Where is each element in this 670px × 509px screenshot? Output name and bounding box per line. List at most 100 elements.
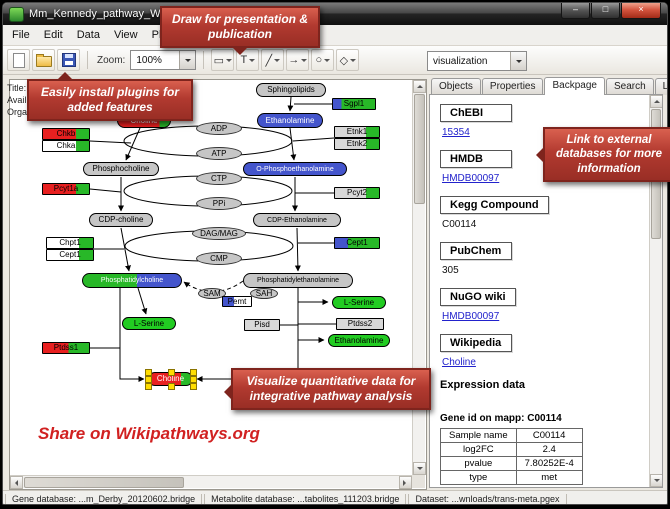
toolbar: Zoom: 100% ▭T╱→○◇ visualization <box>3 46 667 75</box>
pathway-node-chkb-4[interactable]: Chkb <box>42 128 90 140</box>
panel-scroll-up-arrow-icon[interactable] <box>650 95 662 108</box>
pathway-node-cept1-22[interactable]: Cept1 <box>334 237 380 249</box>
pathway-node-cdp-choline-16[interactable]: CDP-choline <box>89 213 153 227</box>
pathway-node-pcyt1a-14[interactable]: Pcyt1a <box>42 183 90 195</box>
side-info-0: Title: <box>7 83 27 93</box>
pathway-node-phosphocholine-10[interactable]: Phosphocholine <box>83 162 159 176</box>
pathway-node-ethanolamine-31[interactable]: Ethanolamine <box>328 334 390 347</box>
menu-item-edit[interactable]: Edit <box>43 29 63 41</box>
menu-item-data[interactable]: Data <box>76 29 100 41</box>
visualization-dropdown-arrow-icon[interactable] <box>510 52 526 70</box>
pathway-node-sgpl1-1[interactable]: Sgpl1 <box>332 98 376 110</box>
save-file-button[interactable] <box>57 49 80 71</box>
menu-item-view[interactable]: View <box>113 29 138 41</box>
menu-bar: FileEditDataViewPluginsHelp <box>3 25 667 46</box>
maximize-button[interactable]: □ <box>591 3 620 19</box>
pathway-node-pisd-32[interactable]: Pisd <box>244 319 280 331</box>
pathway-node-o-phosphoethanolamine-11[interactable]: O-Phosphoethanolamine <box>243 162 347 176</box>
horizontal-scroll-thumb[interactable] <box>24 477 184 488</box>
arrow-tool-button[interactable]: → <box>286 49 310 71</box>
pathway-node-l-serine-28[interactable]: L-Serine <box>122 317 176 330</box>
scroll-right-arrow-icon[interactable] <box>399 476 412 489</box>
backpage-value-chebi[interactable]: 15354 <box>442 127 470 138</box>
backpage-value-nugo-wiki[interactable]: HMDB00097 <box>442 311 500 322</box>
canvas-horizontal-scrollbar[interactable] <box>10 475 412 489</box>
pathway-node-chpt1-20[interactable]: Chpt1 <box>46 237 94 249</box>
menu-item-file[interactable]: File <box>12 29 30 41</box>
pathway-node-cept1-21[interactable]: Cept1 <box>46 249 94 261</box>
tab-legend[interactable]: Legend <box>654 78 667 95</box>
selection-handle[interactable] <box>167 383 175 390</box>
selection-handle[interactable] <box>145 376 152 383</box>
expression-table-cell: pvalue <box>440 456 517 471</box>
callout-draw: Draw for presentation & publication <box>160 6 320 55</box>
template-tool-icon: ◇ <box>339 54 349 67</box>
zoom-combobox[interactable]: 100% <box>130 50 197 70</box>
shape-tool-button[interactable]: ○ <box>311 49 335 71</box>
pathway-node-atp-9[interactable]: ATP <box>196 147 242 160</box>
expression-table-cell: log2FC <box>440 442 517 457</box>
selection-handle[interactable] <box>145 369 152 376</box>
visualization-combobox[interactable]: visualization <box>427 51 527 71</box>
tab-objects[interactable]: Objects <box>431 78 481 95</box>
gene-id-line: Gene id on mapp: C00114 <box>440 413 562 424</box>
vertical-scroll-thumb[interactable] <box>414 94 425 204</box>
pathway-node-cmp-19[interactable]: CMP <box>196 252 242 265</box>
scroll-down-arrow-icon[interactable] <box>413 462 426 475</box>
pathway-node-ptdss1-33[interactable]: Ptdss1 <box>42 342 90 354</box>
tab-backpage[interactable]: Backpage <box>544 77 605 95</box>
callout-plugins-text: Easily install plugins for added feature… <box>40 85 180 114</box>
pathway-node-ppi-13[interactable]: PPi <box>196 197 242 210</box>
backpage-header-kegg-compound: Kegg Compound <box>440 196 549 214</box>
tab-search[interactable]: Search <box>605 78 654 95</box>
canvas-vertical-scrollbar[interactable] <box>412 80 426 475</box>
line-tool-button[interactable]: ╱ <box>261 49 285 71</box>
expression-table-cell: Sample name <box>440 428 517 443</box>
toolbar-file-group <box>7 49 80 71</box>
pathway-node-etnk2-7[interactable]: Etnk2 <box>334 138 380 150</box>
pathway-node-ptdss2-30[interactable]: Ptdss2 <box>336 318 384 330</box>
selection-handle[interactable] <box>167 369 175 376</box>
new-file-button[interactable] <box>7 49 30 71</box>
pathway-node-l-serine-29[interactable]: L-Serine <box>332 296 386 309</box>
pathway-node-etnk1-6[interactable]: Etnk1 <box>334 126 380 138</box>
close-button[interactable]: × <box>621 3 661 19</box>
title-bar[interactable]: Mm_Kennedy_pathway_WP1771_45176.gpml –□× <box>3 3 667 25</box>
panel-scroll-down-arrow-icon[interactable] <box>650 474 662 487</box>
panel-tabs: ObjectsPropertiesBackpageSearchLegend <box>429 77 667 95</box>
template-tool-button[interactable]: ◇ <box>336 49 360 71</box>
tab-properties[interactable]: Properties <box>481 78 544 95</box>
datanode-tool-button[interactable]: ▭ <box>211 49 235 71</box>
selection-handle[interactable] <box>145 383 152 390</box>
backpage-value-hmdb[interactable]: HMDB00097 <box>442 173 500 184</box>
pathway-node-phosphatidylcholine-23[interactable]: Phosphatidylcholine <box>82 273 182 288</box>
pathway-node-chka-5[interactable]: Chka <box>42 140 90 152</box>
pathway-node-sphingolipids-0[interactable]: Sphingolipids <box>256 83 326 97</box>
pathway-node-phosphatidylethanolamine-24[interactable]: Phosphatidylethanolamine <box>243 273 353 288</box>
selection-handle[interactable] <box>190 383 197 390</box>
pathway-node-sam-25[interactable]: SAM <box>198 288 226 299</box>
backpage-value-wikipedia[interactable]: Choline <box>442 357 476 368</box>
scroll-up-arrow-icon[interactable] <box>413 80 426 93</box>
pathway-node-pemt-26[interactable]: Pemt <box>222 296 252 307</box>
minimize-button[interactable]: – <box>561 3 590 19</box>
zoom-dropdown-arrow-icon[interactable] <box>179 51 196 69</box>
pathway-node-sah-27[interactable]: SAH <box>250 288 278 299</box>
scroll-left-arrow-icon[interactable] <box>10 476 23 489</box>
backpage-value-kegg-compound: C00114 <box>442 219 477 230</box>
open-file-button[interactable] <box>32 49 55 71</box>
pathway-node-ctp-12[interactable]: CTP <box>196 172 242 185</box>
pathway-node-cdp-ethanolamine-17[interactable]: CDP-Ethanolamine <box>253 213 341 227</box>
callout-link-text: Link to external databases for more info… <box>555 134 663 175</box>
pathway-node-ethanolamine-3[interactable]: Ethanolamine <box>257 113 323 128</box>
selection-handle[interactable] <box>190 369 197 376</box>
pathway-node-adp-8[interactable]: ADP <box>196 122 242 135</box>
pathway-node-pcyt2-15[interactable]: Pcyt2 <box>334 187 380 199</box>
selection-handle[interactable] <box>190 376 197 383</box>
pathway-node-dag-mag-18[interactable]: DAG/MAG <box>192 227 246 240</box>
